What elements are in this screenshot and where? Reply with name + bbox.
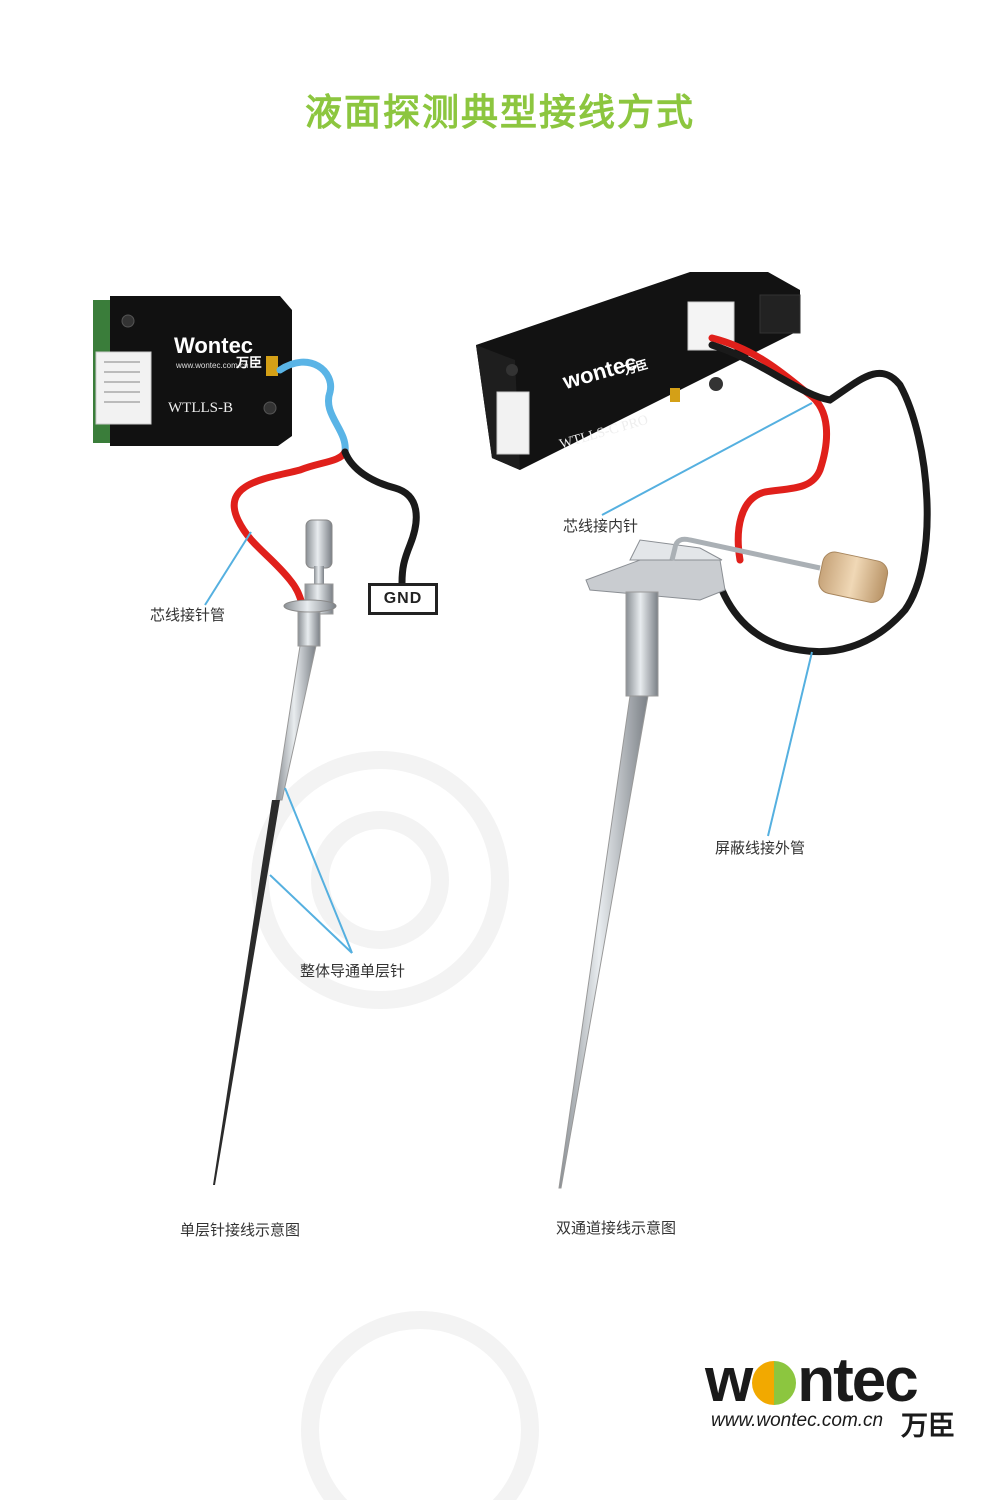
dual-channel-needle [558, 536, 889, 1189]
module-wtlls-c-pro [476, 272, 801, 470]
module-left-cn: 万臣 [236, 356, 263, 371]
gnd-box: GND [368, 583, 438, 615]
module-left-brand: Wontec [174, 333, 254, 358]
left-wires [230, 358, 420, 612]
module-wtlls-b [93, 296, 292, 446]
page-title: 液面探测典型接线方式 [305, 91, 695, 134]
caption-dual-channel: 双通道接线示意图 [556, 1219, 677, 1237]
module-left-model: WTLLS-B [168, 400, 233, 416]
label-core-to-tube: 芯线接针管 [150, 606, 226, 624]
label-shield-to-outer: 屏蔽线接外管 [715, 839, 806, 857]
label-core-to-inner: 芯线接内针 [563, 517, 639, 535]
logo-w: w [705, 1346, 753, 1415]
caption-single-layer: 单层针接线示意图 [180, 1221, 301, 1239]
leader-lines [204, 402, 813, 954]
logo-cn: 万臣 [901, 1411, 955, 1442]
module-left-url: www.wontec.com.cn [176, 361, 249, 370]
logo-ntec: ntec [797, 1346, 918, 1415]
watermark [251, 751, 539, 1500]
right-wires [708, 334, 931, 656]
logo-o-icon [752, 1361, 797, 1405]
label-single-layer-needle: 整体导通单层针 [300, 962, 406, 980]
single-layer-needle [213, 519, 337, 1185]
logo-url: www.wontec.com.cn [711, 1410, 884, 1431]
